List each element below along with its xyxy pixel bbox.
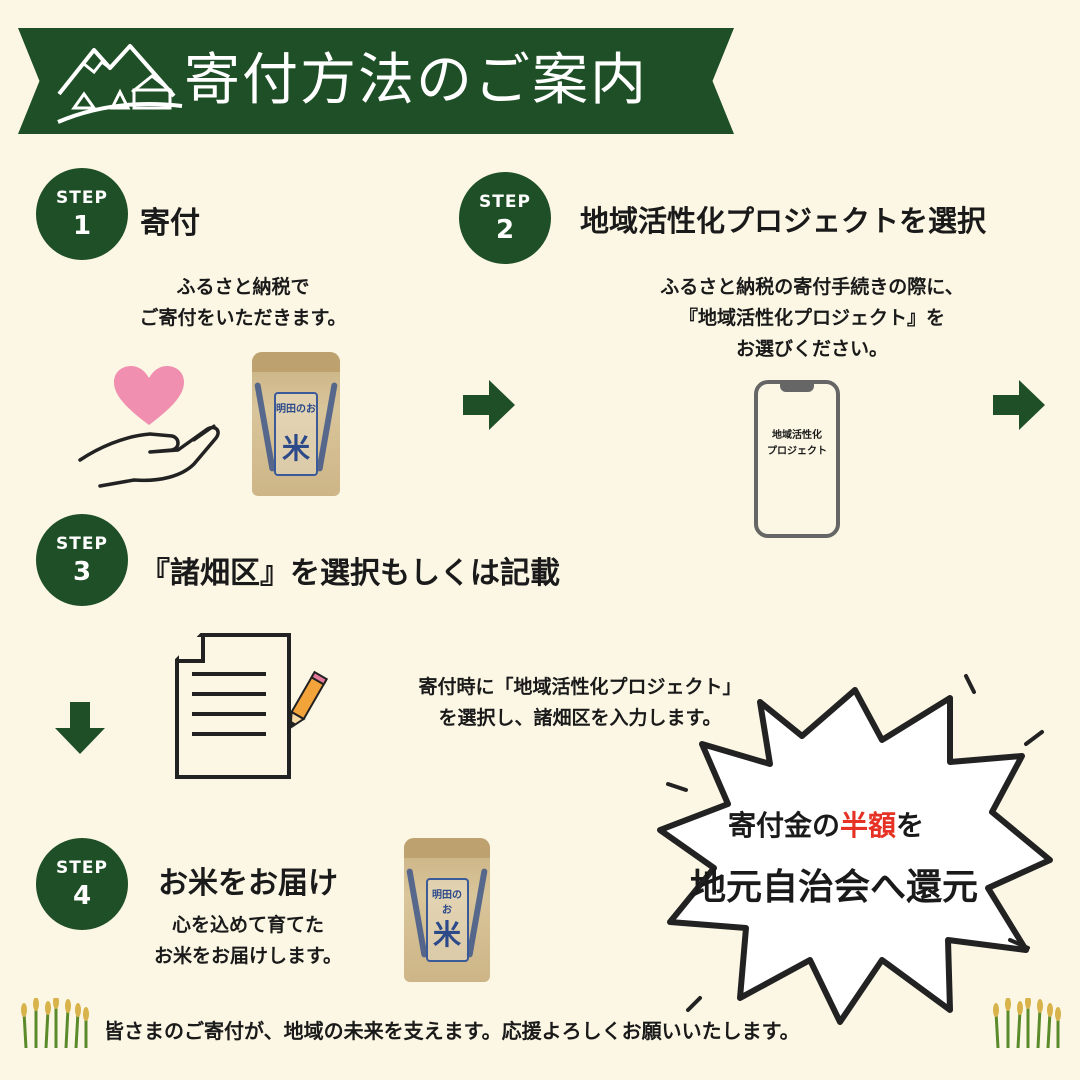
callout-post-text: を xyxy=(896,809,925,842)
step-4-heading: お米をお届け xyxy=(158,866,338,901)
rice-bag-top xyxy=(252,352,340,373)
rice-bag-label-text: 明田のお xyxy=(432,890,462,917)
header-banner xyxy=(18,28,734,134)
arrow-right-icon xyxy=(463,380,515,430)
phone-notch xyxy=(780,382,814,392)
step-number: 3 xyxy=(72,557,92,587)
phone-screen-line-1: 地域活性化 xyxy=(772,430,822,441)
step-number: 1 xyxy=(72,211,92,241)
document-line xyxy=(192,692,266,696)
step-3-line-1: 寄付時に「地域活性化プロジェクト」 xyxy=(418,676,742,698)
rice-bag-icon: 明田のお 米 xyxy=(404,838,490,982)
rice-plant-icon xyxy=(21,998,89,1048)
rice-bag-stripe xyxy=(316,382,338,472)
arrow-right-icon xyxy=(993,380,1045,430)
step-label: STEP xyxy=(479,192,531,212)
smartphone-icon: 地域活性化 プロジェクト xyxy=(754,380,840,538)
arrow-down-icon xyxy=(55,702,105,754)
step-3-badge: STEP 3 xyxy=(36,514,128,606)
footer-message: 皆さまのご寄付が、地域の未来を支えます。応援よろしくお願いいたします。 xyxy=(104,1019,800,1043)
phone-screen-line-2: プロジェクト xyxy=(767,446,827,457)
step-3-text: 寄付時に「地域活性化プロジェクト」 を選択し、諸畑区を入力します。 xyxy=(370,672,790,734)
callout-line-2: 地元自治会へ還元 xyxy=(690,867,979,908)
rice-bag-top xyxy=(404,838,490,859)
callout-highlight: 半額 xyxy=(840,809,897,842)
step-label: STEP xyxy=(56,858,108,878)
step-number: 4 xyxy=(72,881,92,911)
phone-screen-text: 地域活性化 プロジェクト xyxy=(758,428,836,460)
step-1-line-2: ご寄付をいただきます。 xyxy=(139,307,347,329)
step-1-badge: STEP 1 xyxy=(36,168,128,260)
rice-bag-stripe xyxy=(406,868,428,958)
document-line xyxy=(192,672,266,676)
step-4-line-1: 心を込めて育てた xyxy=(171,914,324,936)
callout-burst xyxy=(657,674,1053,1025)
rice-bag-label: 明田のお 米 xyxy=(274,392,318,476)
pencil-icon xyxy=(289,670,328,730)
hand-icon xyxy=(78,424,220,488)
rice-bag-label-text: 明田のお xyxy=(276,404,316,416)
step-4-line-2: お米をお届けします。 xyxy=(153,945,343,967)
step-label: STEP xyxy=(56,188,108,208)
step-1-text: ふるさと納税で ご寄付をいただきます。 xyxy=(108,272,378,334)
step-2-heading: 地域活性化プロジェクトを選択 xyxy=(580,204,987,238)
step-label: STEP xyxy=(56,534,108,554)
rice-bag-icon: 明田のお 米 xyxy=(252,352,340,496)
step-2-badge: STEP 2 xyxy=(459,172,551,264)
step-3-line-2: を選択し、諸畑区を入力します。 xyxy=(438,707,722,729)
step-1-line-1: ふるさと納税で xyxy=(176,276,310,298)
callout-pre-text: 寄付金の xyxy=(728,809,841,842)
step-1-heading: 寄付 xyxy=(140,206,200,241)
rice-plant-icon xyxy=(993,998,1061,1048)
document-fold xyxy=(175,633,205,663)
step-2-line-1: ふるさと納税の寄付手続きの際に、 xyxy=(660,276,964,298)
step-2-text: ふるさと納税の寄付手続きの際に、 『地域活性化プロジェクト』を お選びください。 xyxy=(592,272,1032,365)
rice-bag-stripe xyxy=(466,868,488,958)
mountain-logo-icon xyxy=(57,44,183,124)
step-2-line-3: お選びください。 xyxy=(735,338,888,360)
step-2-line-2: 『地域活性化プロジェクト』を xyxy=(678,307,945,329)
step-4-text: 心を込めて育てた お米をお届けします。 xyxy=(128,910,368,972)
rice-bag-label: 明田のお 米 xyxy=(425,878,469,962)
heart-icon xyxy=(114,366,184,425)
document-line xyxy=(192,732,266,736)
step-4-badge: STEP 4 xyxy=(36,838,128,930)
document-line xyxy=(192,712,266,716)
page-title: 寄付方法のご案内 xyxy=(184,48,648,113)
rice-bag-kome: 米 xyxy=(281,432,310,466)
rice-bag-kome: 米 xyxy=(432,918,461,952)
document-icon xyxy=(175,633,291,779)
step-3-heading: 『諸畑区』を選択もしくは記載 xyxy=(140,556,560,591)
rice-bag-stripe xyxy=(254,382,276,472)
callout-line-1: 寄付金の半額を xyxy=(728,804,924,844)
step-number: 2 xyxy=(495,215,515,245)
